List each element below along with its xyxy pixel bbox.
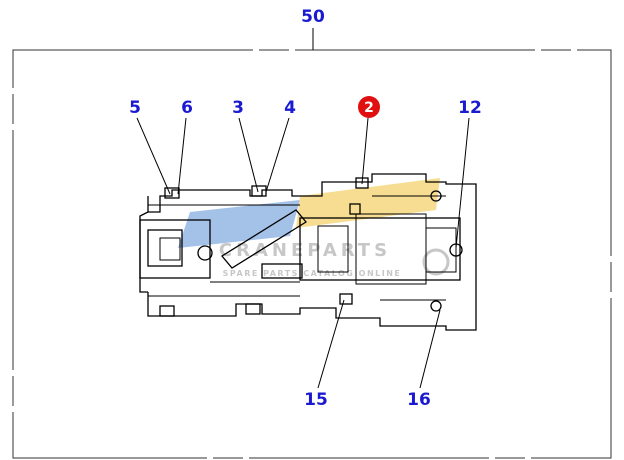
watermark-brand: CRANEPARTS: [219, 240, 391, 261]
watermark: CRANEPARTS SPARE PARTS CATALOG ONLINE: [178, 178, 450, 278]
callout-6[interactable]: 6: [181, 98, 193, 118]
leader-line-6: [177, 117, 187, 195]
callout-4[interactable]: 4: [284, 98, 296, 118]
watermark-yellow-shape: [296, 178, 440, 228]
callout-2: 2: [364, 100, 374, 116]
callout-2-highlighted[interactable]: 2: [358, 96, 380, 118]
leader-line-16: [419, 309, 441, 389]
callout-12[interactable]: 12: [458, 98, 482, 118]
callout-3[interactable]: 3: [232, 98, 244, 118]
leader-line-5: [136, 117, 171, 195]
callouts: 50 5 6 3 4 2 12 15 16: [129, 7, 482, 410]
leader-line-4: [265, 117, 290, 193]
watermark-blue-shape: [178, 200, 300, 248]
assembly-frame: [12, 49, 612, 459]
leader-line-12: [455, 117, 470, 249]
callout-50[interactable]: 50: [301, 7, 325, 27]
watermark-gear-icon: [422, 248, 450, 276]
callout-16[interactable]: 16: [407, 390, 431, 410]
leader-line-15: [317, 299, 345, 389]
callout-15[interactable]: 15: [304, 390, 328, 410]
callout-5[interactable]: 5: [129, 98, 141, 118]
leader-line-2: [361, 117, 369, 185]
callout-2-badge: [358, 96, 380, 118]
watermark-tagline: SPARE PARTS CATALOG ONLINE: [223, 269, 402, 278]
leader-line-3: [238, 117, 259, 193]
leader-lines: [136, 117, 470, 389]
